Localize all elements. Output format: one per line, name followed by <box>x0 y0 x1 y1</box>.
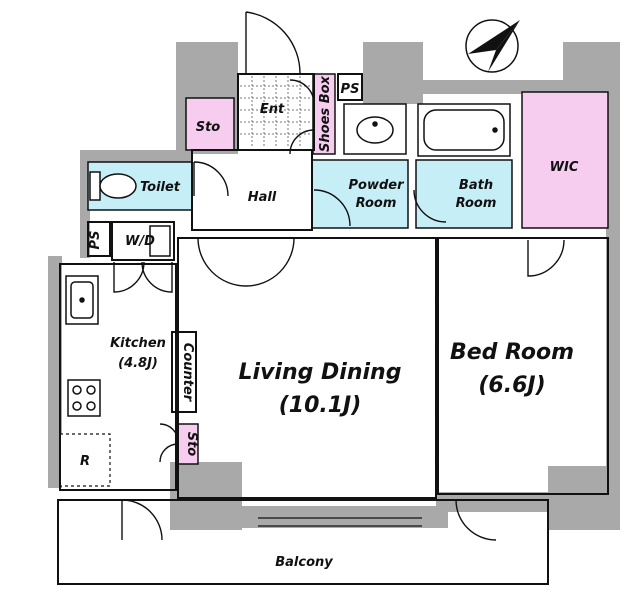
label-powder-room-2: Room <box>356 196 397 211</box>
label-wic: WIC <box>550 160 579 175</box>
label-bedroom-name: Bed Room <box>450 340 574 365</box>
label-washer: W/D <box>125 234 155 249</box>
kitchen-outline <box>59 263 177 491</box>
label-toilet: Toilet <box>140 180 181 195</box>
bathtub-fixture-icon <box>417 103 511 157</box>
stove-icon <box>67 379 101 417</box>
doors <box>113 11 565 541</box>
label-bedroom-size: (6.6J) <box>478 373 545 398</box>
label-counter: Counter <box>180 343 195 403</box>
toilet-fixture-icon <box>89 171 137 201</box>
label-hall: Hall <box>248 190 277 205</box>
storage-top-area <box>185 97 235 151</box>
powder-room-area <box>311 159 409 229</box>
washer-machine-icon <box>149 225 171 257</box>
label-bath-room-1: Bath <box>459 178 493 193</box>
room-labels: Ent Shoes Box PS Sto Toilet Hall Powder … <box>80 75 579 570</box>
living-dining-outline <box>177 237 437 499</box>
ps-top-outline <box>337 73 363 101</box>
sink-fixture-icon <box>343 103 407 155</box>
kitchen-sink-icon <box>65 275 99 325</box>
room-fills <box>59 73 609 487</box>
windows <box>258 248 439 527</box>
label-living-dining-size: (10.1J) <box>279 393 362 418</box>
wic-area <box>521 91 609 229</box>
label-refrigerator: R <box>80 454 90 469</box>
label-living-dining-name: Living Dining <box>239 360 402 385</box>
label-ps-left: PS <box>88 231 103 250</box>
balcony-outline <box>57 499 549 585</box>
label-shoes-box: Shoes Box <box>318 75 333 151</box>
counter-outline <box>171 331 197 413</box>
label-storage-small: Sto <box>184 432 199 457</box>
ps-left-outline <box>87 221 111 257</box>
bath-room-area <box>415 159 513 229</box>
label-ps-top: PS <box>341 82 360 97</box>
label-balcony: Balcony <box>275 555 333 570</box>
label-powder-room-1: Powder <box>348 178 405 193</box>
entrance-outline <box>237 73 315 151</box>
exterior-walls <box>48 42 620 530</box>
label-kitchen-size: (4.8J) <box>118 356 158 371</box>
label-storage-top: Sto <box>196 120 221 135</box>
label-entrance: Ent <box>260 102 285 117</box>
north-arrow-icon <box>465 19 520 73</box>
bedroom-outline <box>437 237 609 495</box>
label-bath-room-2: Room <box>456 196 497 211</box>
entrance-tiles <box>240 76 312 148</box>
washer-outline <box>111 221 175 261</box>
label-kitchen-name: Kitchen <box>110 336 166 351</box>
fixtures <box>65 103 511 417</box>
refrigerator-area <box>59 433 111 487</box>
